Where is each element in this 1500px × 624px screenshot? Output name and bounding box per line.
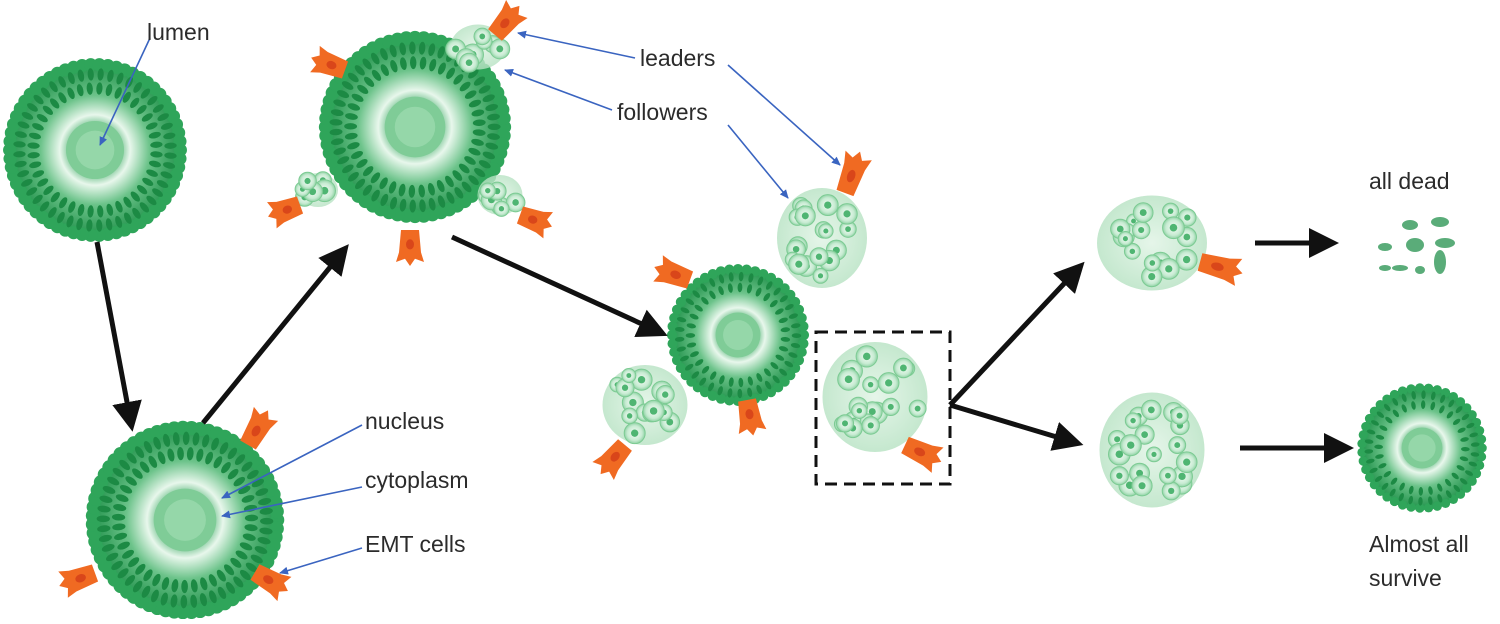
- leader-cell: [592, 439, 632, 481]
- leader-cell: [738, 398, 767, 436]
- follower-cluster: [477, 175, 526, 217]
- annotation-arrow: [727, 124, 789, 199]
- flow-arrow: [949, 402, 1084, 451]
- annotation-arrow: [221, 486, 363, 519]
- emt-cell: [240, 406, 279, 450]
- label-lumen: lumen: [147, 19, 210, 45]
- leader-cell: [901, 436, 944, 473]
- flow-arrow: [201, 244, 349, 425]
- leader-cell: [653, 255, 694, 289]
- emt-cell: [250, 564, 292, 602]
- flow-arrow: [948, 261, 1085, 407]
- emt-cell: [58, 564, 99, 598]
- flow-arrow: [450, 234, 668, 337]
- annotation-arrow: [727, 64, 841, 166]
- annotation-arrow: [279, 547, 363, 575]
- label-nucleus: nucleus: [365, 408, 445, 434]
- annotation-arrow: [221, 424, 363, 499]
- label-survive: survive: [1369, 565, 1442, 591]
- leader-cell: [396, 230, 424, 266]
- dashed-selection-box: [814, 330, 952, 486]
- leader-cell: [516, 206, 553, 239]
- follower-cluster: [294, 171, 338, 207]
- dead-cell-fragments: [1378, 217, 1455, 274]
- organoid-emt: [85, 420, 285, 620]
- label-leaders: leaders: [640, 45, 716, 71]
- label-followers: followers: [617, 99, 708, 125]
- follower-cluster: [1099, 392, 1205, 508]
- leader-cell: [267, 196, 304, 229]
- annotation-arrow: [99, 37, 151, 146]
- annotation-arrow: [517, 30, 636, 59]
- annotation-arrow: [504, 69, 613, 111]
- follower-cluster: [777, 188, 867, 288]
- label-cytoplasm: cytoplasm: [365, 467, 469, 493]
- follower-cluster: [445, 24, 511, 73]
- leader-cell: [836, 150, 872, 197]
- label-all-dead: all dead: [1369, 168, 1450, 194]
- label-almost-all: Almost all: [1369, 531, 1469, 557]
- flow-arrow: [94, 241, 142, 432]
- label-emt-cells: EMT cells: [365, 531, 466, 557]
- organoid-initial: [3, 58, 187, 242]
- leader-cell: [310, 45, 349, 79]
- follower-cluster: [822, 342, 928, 452]
- follower-cluster: [1097, 195, 1207, 291]
- leader-cell: [488, 0, 528, 41]
- organoid-survived: [1357, 383, 1487, 513]
- organoid-invading: [318, 30, 512, 224]
- follower-cluster: [602, 365, 688, 445]
- leader-cell: [1197, 253, 1243, 286]
- organoid-detaching: [666, 263, 810, 407]
